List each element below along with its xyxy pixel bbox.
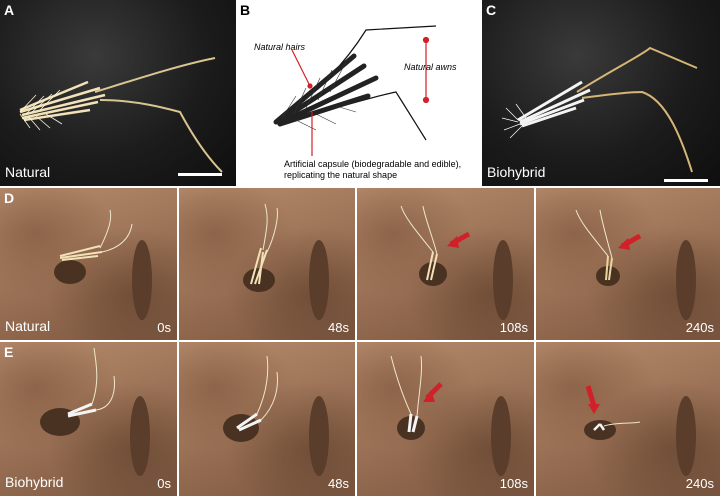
panel-e-time-1: 48s (328, 476, 349, 491)
panel-d-frame-1: 48s (179, 188, 355, 340)
panel-b-label: B (240, 2, 251, 18)
panel-d-frame-2: 108s (357, 188, 534, 340)
panel-d-frame-3: 240s (536, 188, 720, 340)
panel-e-time-3: 240s (685, 476, 714, 491)
natural-seed-illustration (19, 57, 223, 173)
panel-a: A Natural (0, 0, 236, 186)
panel-c-caption: Biohybrid (487, 164, 546, 180)
panel-e-time-0: 0s (157, 476, 171, 491)
panel-d-time-1: 48s (328, 320, 349, 335)
panel-e-frame-2: 108s (357, 342, 534, 496)
panel-a-caption: Natural (5, 164, 51, 180)
panel-d-row-label: Natural (5, 318, 51, 334)
panel-c: C Biohybrid (482, 0, 720, 186)
natural-hairs-label: Natural hairs (254, 42, 306, 52)
seed-schematic (273, 25, 437, 156)
biohybrid-seed-illustration (501, 46, 698, 173)
panel-a-label: A (4, 2, 15, 18)
panel-d-label: D (4, 190, 15, 206)
panel-b: B Natural hairs Natural awns Artificial … (236, 0, 480, 186)
natural-awns-label: Natural awns (404, 62, 457, 72)
panel-e-time-2: 108s (499, 476, 528, 491)
panel-e-label: E (4, 344, 14, 360)
panel-d-time-0: 0s (157, 320, 171, 335)
panel-d-time-2: 108s (499, 320, 528, 335)
panel-d-time-3: 240s (685, 320, 714, 335)
panel-e-frame-3: 240s (536, 342, 720, 496)
panel-a-scale-bar (178, 173, 222, 176)
capsule-label-line1: Artificial capsule (biodegradable and ed… (284, 159, 462, 169)
panel-e-frame-1: 48s (179, 342, 355, 496)
capsule-label-line2: replicating the natural shape (284, 170, 398, 180)
panel-c-label: C (486, 2, 497, 18)
panel-e-frame-0: E Biohybrid 0s (0, 342, 177, 496)
panel-e-row-label: Biohybrid (5, 474, 64, 490)
panel-c-scale-bar (664, 179, 708, 182)
panel-d-frame-0: D Natural 0s (0, 188, 177, 340)
